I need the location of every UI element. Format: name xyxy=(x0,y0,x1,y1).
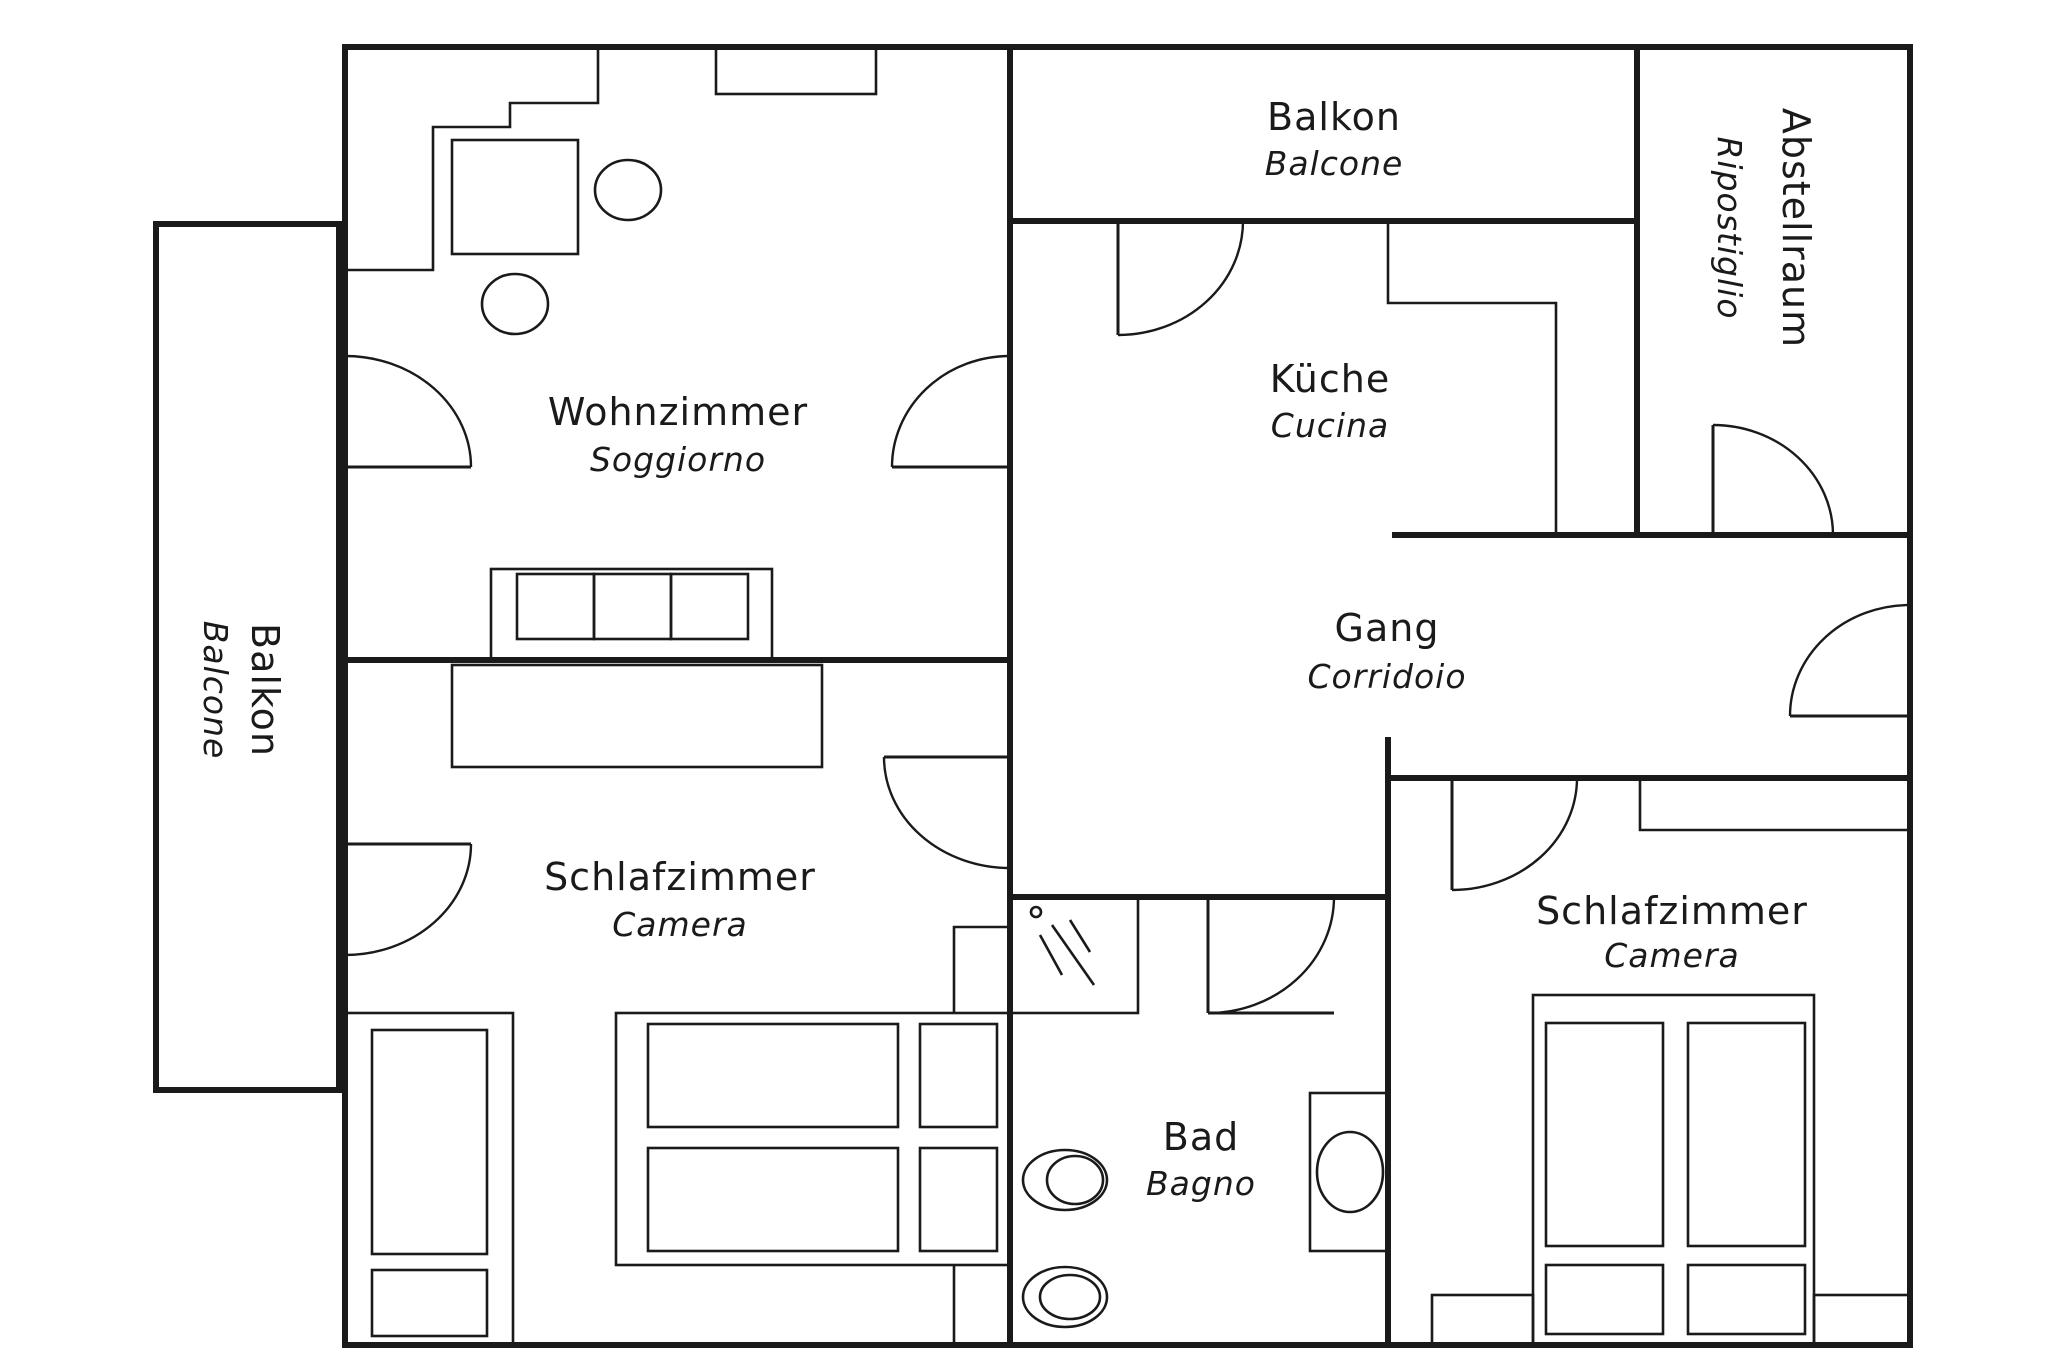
label-balcony-left: Balkon xyxy=(243,623,287,757)
label-balcony-top-it: Balcone xyxy=(1265,144,1404,183)
nightstand xyxy=(1430,1293,1535,1347)
kitchen-furniture xyxy=(1386,221,1558,535)
bed-pillow xyxy=(646,1146,900,1253)
label-kitchen: Küche xyxy=(1270,357,1390,401)
wardrobe-panel xyxy=(370,1268,489,1338)
bed-pillow xyxy=(1544,1021,1665,1248)
sink-counter xyxy=(1308,1091,1390,1253)
shower-spray xyxy=(1068,919,1092,953)
door-storage xyxy=(1711,423,1835,537)
label-living: Wohnzimmer xyxy=(548,390,808,434)
wardrobe xyxy=(343,1011,515,1347)
kitchen-counter xyxy=(1386,221,1558,535)
walls xyxy=(153,44,1913,1348)
label-storage: Abstellraum xyxy=(1774,108,1818,348)
shower-spray xyxy=(1038,934,1064,976)
door-balcony-bedroom xyxy=(343,842,473,957)
sofa-cushion xyxy=(592,572,673,641)
sink xyxy=(1315,1130,1385,1214)
window-sill xyxy=(714,45,878,96)
toilet xyxy=(1021,1148,1109,1212)
room-labels: Balkon Balcone Abstellraum Ripostiglio W… xyxy=(196,95,1818,1203)
toilet-seat xyxy=(1045,1154,1105,1206)
double-bed xyxy=(614,1011,1012,1267)
bed-side-panel xyxy=(918,1022,999,1129)
label-bedroom-right-it: Camera xyxy=(1604,936,1740,975)
door-balcony-living xyxy=(343,354,473,469)
bedroom-left-furniture xyxy=(343,663,1012,1347)
wardrobe-right xyxy=(1638,778,1910,832)
dresser xyxy=(450,663,824,769)
chair-round xyxy=(593,158,663,222)
door-kitchen-balcony xyxy=(1116,219,1245,337)
label-bathroom-it: Bagno xyxy=(1146,1164,1256,1203)
bed-pillow xyxy=(646,1022,900,1129)
label-balcony-left-it: Balcone xyxy=(196,621,235,760)
label-storage-it: Ripostiglio xyxy=(1710,136,1749,319)
door-bathroom xyxy=(1206,896,1336,1015)
bathroom-furniture xyxy=(1008,895,1390,1329)
sofa-cushion xyxy=(515,572,596,641)
balcony-left-outline xyxy=(153,221,342,1093)
bed-pillow xyxy=(1686,1021,1807,1248)
double-bed xyxy=(1531,993,1816,1347)
bidet xyxy=(1021,1265,1109,1329)
bedroom-right-furniture xyxy=(1430,778,1912,1347)
label-kitchen-it: Cucina xyxy=(1271,406,1389,445)
label-bedroom-right: Schlafzimmer xyxy=(1536,889,1808,933)
shower-drain xyxy=(1029,905,1043,919)
door-living-hall xyxy=(890,354,1012,469)
label-bedroom-left: Schlafzimmer xyxy=(544,855,816,899)
shelf-unit xyxy=(345,47,600,272)
label-balcony-top: Balkon xyxy=(1267,95,1401,139)
living-room-furniture xyxy=(345,45,878,662)
door-bedroom-hall xyxy=(882,755,1012,870)
chair-round xyxy=(480,272,550,336)
door-entrance xyxy=(1788,603,1912,718)
label-bedroom-left-it: Camera xyxy=(612,905,748,944)
wardrobe-panel xyxy=(370,1028,489,1256)
shower-spray xyxy=(1050,924,1096,986)
bed-side-panel xyxy=(918,1146,999,1253)
label-hallway: Gang xyxy=(1335,606,1440,650)
label-bathroom: Bad xyxy=(1163,1115,1239,1159)
bed-foot-panel xyxy=(1544,1263,1665,1336)
sofa-frame xyxy=(489,567,774,662)
nightstand xyxy=(1812,1293,1912,1347)
label-hallway-it: Corridoio xyxy=(1307,657,1466,696)
label-living-it: Soggiorno xyxy=(590,440,766,479)
sofa-cushion xyxy=(669,572,750,641)
outer-wall xyxy=(342,44,1913,1348)
table xyxy=(450,138,580,256)
nightstand xyxy=(952,925,1010,1013)
bidet-bowl xyxy=(1038,1273,1102,1321)
doors xyxy=(343,219,1912,1015)
shower xyxy=(1008,895,1140,1015)
bed-foot-panel xyxy=(1686,1263,1807,1336)
door-bedroom-right xyxy=(1450,776,1579,892)
